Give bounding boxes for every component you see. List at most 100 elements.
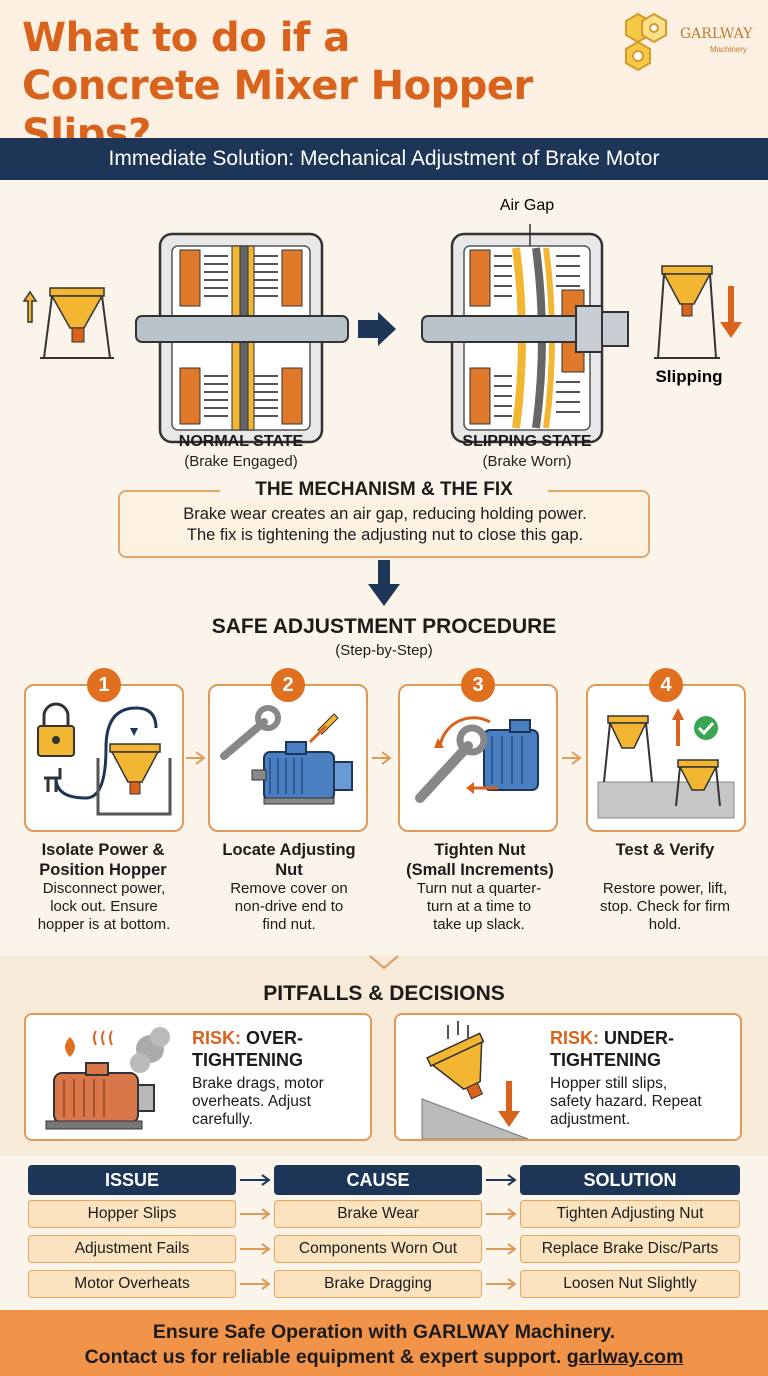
step-desc-line: Turn nut a quarter-: [416, 880, 542, 897]
air-gap-label: Air Gap: [500, 197, 554, 214]
table-cell: Components Worn Out: [274, 1235, 482, 1263]
table-header-issue: ISSUE: [28, 1165, 236, 1195]
table-cell: Adjustment Fails: [28, 1235, 236, 1263]
table-cell: Brake Dragging: [274, 1270, 482, 1298]
table-arrows: [240, 1174, 517, 1290]
step-title-4: Test & Verify: [572, 840, 758, 860]
table-header-solution: SOLUTION: [520, 1165, 740, 1195]
hexagon-logo-icon: [625, 12, 667, 72]
slipping-hopper-icon: [421, 1021, 529, 1140]
procedure-subtitle: (Step-by-Step): [335, 642, 433, 659]
step-card-3: [398, 684, 558, 832]
test-verify-icon: [597, 708, 735, 819]
hopper-slipping-icon: [654, 265, 742, 359]
step-number-3: 3: [461, 668, 495, 702]
footer: [0, 1310, 768, 1376]
step-desc-line: Remove cover on: [230, 880, 348, 897]
under-heading-1: UNDER-: [604, 1028, 675, 1048]
under-heading-2: TIGHTENING: [550, 1050, 661, 1070]
under-desc: Hopper still slips, safety hazard. Repea…: [550, 1075, 702, 1129]
under-tightening-card: RISK: UNDER- TIGHTENING Hopper still sli…: [394, 1013, 742, 1141]
slipping-state-label: SLIPPING STATE: [462, 433, 592, 450]
normal-brake-icon: [135, 232, 349, 444]
lock-plug-hopper-icon: [37, 702, 172, 816]
step-arrow-icon: [372, 751, 392, 765]
step-desc-line: lock out. Ensure: [50, 898, 158, 915]
step-number-4: 4: [649, 668, 683, 702]
risk-label: RISK:: [550, 1028, 599, 1048]
tighten-nut-icon: [415, 716, 539, 803]
step-number-1: 1: [87, 668, 121, 702]
step-desc-line: hold.: [648, 916, 682, 933]
solution-banner: Immediate Solution: Mechanical Adjustmen…: [0, 138, 768, 180]
under-desc-line: Hopper still slips,: [550, 1075, 668, 1092]
step-arrow-icon: [562, 751, 582, 765]
table-cell: Motor Overheats: [28, 1270, 236, 1298]
over-desc-line: Brake drags, motor: [192, 1075, 324, 1092]
slipping-brake-icon: [421, 224, 629, 444]
hopper-up-icon: [22, 287, 114, 359]
step-desc-line: Disconnect power,: [42, 880, 166, 897]
header: What to do if a Concrete Mixer Hopper Sl…: [0, 0, 768, 157]
title-line-2: Concrete Mixer Hopper Slips?: [22, 63, 533, 157]
normal-state-label: NORMAL STATE: [178, 433, 304, 450]
step-title-line: Isolate Power &: [41, 841, 165, 859]
footer-line-2: Contact us for reliable equipment & expe…: [0, 1346, 768, 1369]
step-desc-2: Remove cover on non-drive end to find nu…: [199, 880, 379, 934]
step-title-line: Test & Verify: [615, 841, 715, 859]
step-desc-3: Turn nut a quarter- turn at a time to ta…: [389, 880, 569, 934]
chevron-down-icon: [369, 955, 399, 970]
step-desc-line: find nut.: [262, 916, 316, 933]
step-desc-line: Restore power, lift,: [602, 880, 728, 897]
table-header-cause: CAUSE: [274, 1165, 482, 1195]
step-desc-1: Disconnect power, lock out. Ensure hoppe…: [14, 880, 194, 934]
procedure-title: SAFE ADJUSTMENT PROCEDURE: [211, 615, 557, 638]
right-arrow-icon: [358, 312, 396, 346]
table-cell: Brake Wear: [274, 1200, 482, 1228]
over-desc: Brake drags, motor overheats. Adjust car…: [192, 1075, 324, 1129]
logo-sub: Machinery: [710, 45, 747, 54]
step-title-2: Locate Adjusting Nut: [196, 840, 382, 880]
overheating-motor-icon: [45, 1027, 170, 1130]
mechanism-text: Brake wear creates an air gap, reducing …: [128, 504, 642, 546]
over-heading-1: OVER-: [246, 1028, 304, 1048]
footer-contact-text: Contact us for reliable equipment & expe…: [84, 1346, 562, 1368]
step-desc-line: turn at a time to: [426, 898, 532, 915]
step-desc-line: hopper is at bottom.: [37, 916, 171, 933]
slipping-label: Slipping: [655, 367, 722, 386]
under-heading: RISK: UNDER- TIGHTENING: [550, 1027, 674, 1071]
step-title-line: Locate Adjusting: [222, 841, 356, 859]
step-number-2: 2: [271, 668, 305, 702]
step-card-1: [24, 684, 184, 832]
step-desc-line: non-drive end to: [234, 898, 344, 915]
table-cell: Loosen Nut Slightly: [520, 1270, 740, 1298]
step-title-3: Tighten Nut (Small Increments): [387, 840, 573, 880]
footer-line-1: Ensure Safe Operation with GARLWAY Machi…: [152, 1321, 616, 1343]
pitfalls-title: PITFALLS & DECISIONS: [263, 982, 505, 1005]
table-cell: Tighten Adjusting Nut: [520, 1200, 740, 1228]
down-arrow-icon: [368, 560, 400, 606]
table-cell: Replace Brake Disc/Parts: [520, 1235, 740, 1263]
wrench-motor-icon: [220, 705, 353, 805]
website-link[interactable]: garlway.com: [566, 1346, 684, 1368]
step-desc-4: Restore power, lift, stop. Check for fir…: [575, 880, 755, 934]
step-card-4: [586, 684, 746, 832]
step-desc-line: stop. Check for firm: [599, 898, 731, 915]
over-heading-2: TIGHTENING: [192, 1050, 303, 1070]
brake-diagram: Air Gap Slipping: [22, 197, 742, 444]
garlway-logo[interactable]: GARLWAY Machinery: [616, 12, 762, 72]
over-desc-line: carefully.: [192, 1111, 253, 1128]
under-desc-line: safety hazard. Repeat: [550, 1093, 702, 1110]
step-card-2: [208, 684, 368, 832]
step-title-1: Isolate Power & Position Hopper: [10, 840, 196, 880]
step-title-line: Nut: [275, 861, 303, 879]
normal-state-sub: (Brake Engaged): [184, 453, 298, 470]
step-title-line: Tighten Nut: [434, 841, 526, 859]
page-title: What to do if a Concrete Mixer Hopper Sl…: [22, 14, 632, 158]
over-heading: RISK: OVER- TIGHTENING: [192, 1027, 303, 1071]
mechanism-title: THE MECHANISM & THE FIX: [220, 479, 548, 501]
over-desc-line: overheats. Adjust: [192, 1093, 311, 1110]
step-title-line: (Small Increments): [406, 861, 554, 879]
step-title-line: Position Hopper: [39, 861, 167, 879]
under-desc-line: adjustment.: [550, 1111, 631, 1128]
